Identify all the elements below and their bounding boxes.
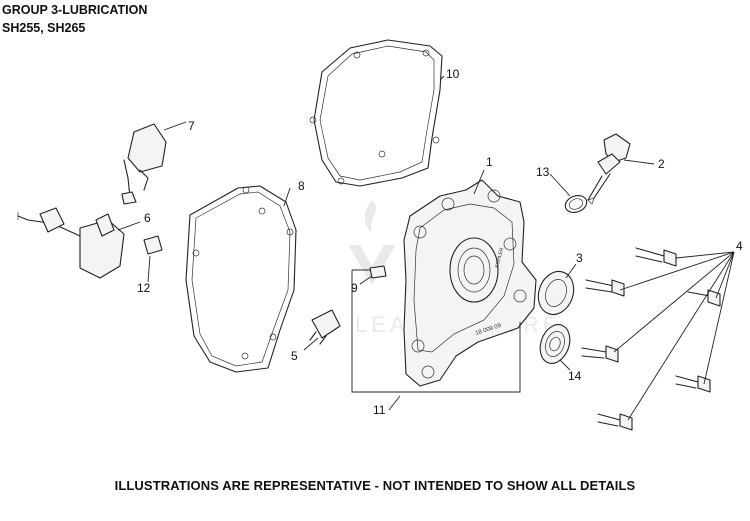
screw <box>585 279 625 297</box>
callout-1: 1 <box>486 155 493 169</box>
gasket-upper <box>309 39 443 187</box>
screw <box>597 413 633 431</box>
closure-plate: 18 009 09 KOHLER <box>403 179 537 387</box>
oil-sentry-switch <box>121 123 167 205</box>
callout-9: 9 <box>351 281 358 295</box>
brand-mark: KOHLER <box>494 247 505 269</box>
bracket-11 <box>351 270 521 393</box>
screw <box>581 345 619 363</box>
oil-seal-lower <box>539 324 571 364</box>
o-ring <box>564 195 588 213</box>
sentry-screw <box>143 235 163 255</box>
callout-14: 14 <box>568 369 582 383</box>
oil-fill-dipstick <box>587 133 631 205</box>
callout-12: 12 <box>137 281 151 295</box>
drain-plug <box>309 309 341 345</box>
callout-4: 4 <box>736 239 743 253</box>
screws <box>581 247 721 431</box>
screw <box>635 247 677 267</box>
callout-10: 10 <box>446 67 460 81</box>
callout-2: 2 <box>658 157 665 171</box>
group-title: GROUP 3-LUBRICATION <box>2 3 148 17</box>
gasket-lower <box>185 185 297 373</box>
callout-11: 11 <box>373 403 386 417</box>
leader-lines <box>117 75 735 421</box>
callout-3: 3 <box>576 251 583 265</box>
disclaimer-note: ILLUSTRATIONS ARE REPRESENTATIVE - NOT I… <box>114 478 636 493</box>
dowel-pin <box>369 265 387 279</box>
oil-sentry-assembly <box>17 207 125 279</box>
callout-8: 8 <box>298 179 305 193</box>
callout-5: 5 <box>291 349 298 363</box>
callout-labels: 1 2 3 4 5 6 7 8 9 10 11 12 13 14 <box>137 67 743 417</box>
callout-13: 13 <box>536 165 550 179</box>
model-list: SH255, SH265 <box>2 21 86 35</box>
oil-seal <box>537 270 575 316</box>
callout-7: 7 <box>188 119 195 133</box>
screw <box>687 289 721 307</box>
callout-6: 6 <box>144 211 151 225</box>
